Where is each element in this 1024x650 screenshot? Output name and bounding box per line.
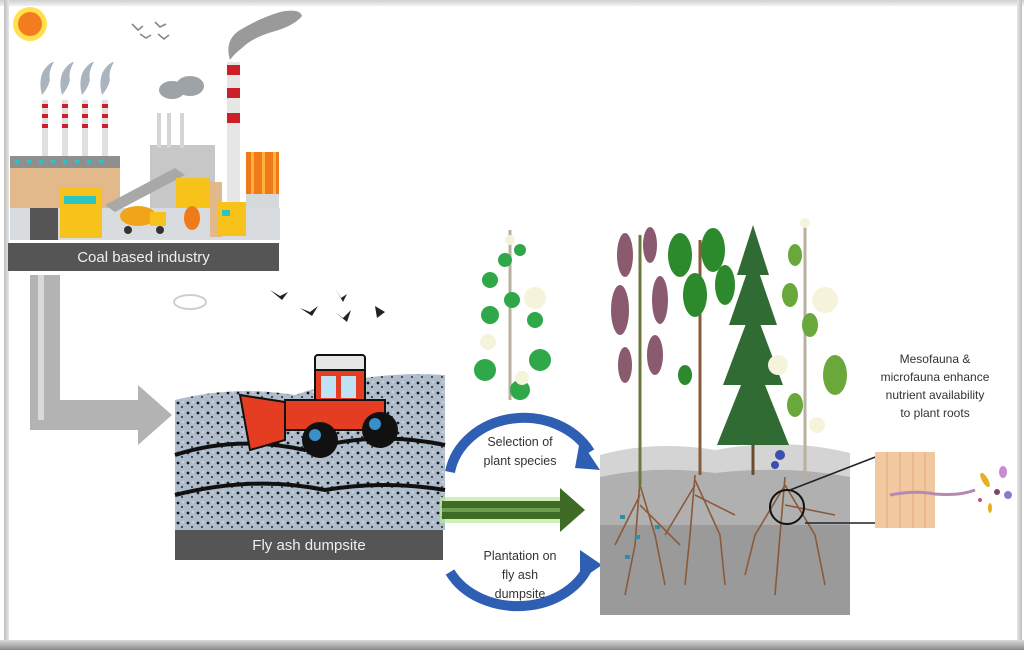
green-flow-arrow [440,488,585,532]
caption-line: Selection of [487,435,553,449]
caption-line: plant species [483,454,557,468]
fauna-annotation: Mesofauna & microfauna enhance nutrient … [850,350,1020,422]
frame-border-left [4,0,9,650]
coal-industry-illustration [10,7,302,240]
gray-flow-arrow [30,275,172,445]
zoom-circle [769,489,805,525]
dumpsite-label: Fly ash dumpsite [175,530,443,560]
cloud-icon [173,294,207,310]
annotation-line: Mesofauna & [899,352,971,366]
frame-border-top [0,0,1024,6]
smoke-icon [40,10,302,99]
cycle-arrow-bottom [445,560,595,612]
birds-icon [131,21,170,41]
microfauna-icon [978,466,1012,513]
annotation-line: to plant roots [900,406,970,420]
frame-border-right [1017,0,1022,650]
bulldozer-icon [238,354,398,458]
root-cell-inset [875,452,1012,528]
revegetated-site-illustration [600,218,850,615]
cotton-plant-illustration [474,230,551,400]
birds-flock-icon [270,288,385,322]
process-cycle-arrows [440,412,602,612]
plant-roots [614,474,836,596]
process-top-caption: Selection of plant species [450,433,590,471]
frame-border-bottom [0,640,1024,650]
fly-ash-dumpsite-illustration [174,354,446,530]
callout-lines [789,453,881,526]
caption-line: fly ash [501,568,539,582]
industry-label: Coal based industry [8,243,279,271]
caption-line: dumpsite [494,587,546,601]
process-bottom-caption: Plantation on fly ash dumpsite [450,547,590,604]
annotation-line: nutrient availability [885,388,985,402]
annotation-line: microfauna enhance [880,370,990,384]
chimney-stacks [42,100,108,160]
caption-line: Plantation on [483,549,557,563]
cycle-arrow-top [445,412,595,474]
